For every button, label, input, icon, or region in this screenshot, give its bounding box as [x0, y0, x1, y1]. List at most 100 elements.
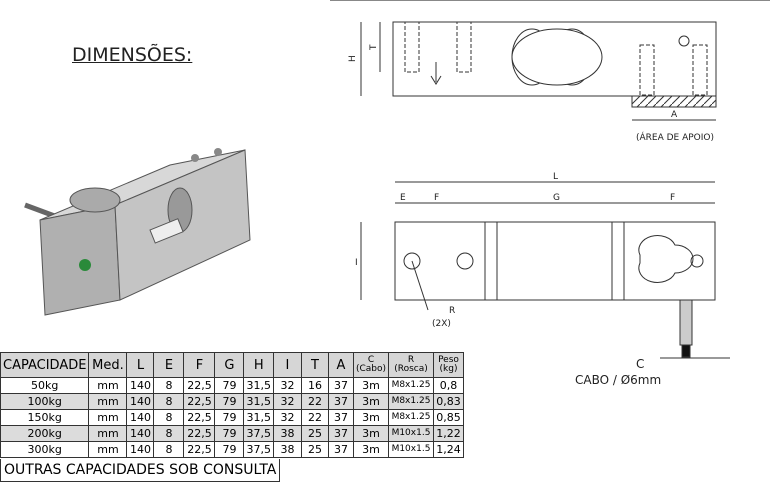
table-cell: 31,5 — [243, 409, 274, 426]
table-cell: 22 — [300, 393, 329, 410]
table-cell: 37 — [327, 377, 354, 394]
table-cell: 8 — [153, 393, 185, 410]
table-cell: 140 — [126, 393, 155, 410]
top-view-drawing — [360, 181, 730, 359]
table-cell: 3m — [352, 377, 390, 394]
table-cell: mm — [88, 409, 128, 426]
table-cell: 150kg — [0, 409, 90, 426]
table-cell: mm — [88, 425, 128, 442]
header-line: C — [367, 355, 375, 365]
table-cell: 32 — [272, 409, 302, 426]
table-cell: 38 — [272, 441, 302, 458]
table-cell: 140 — [126, 377, 155, 394]
table-cell: 32 — [272, 393, 302, 410]
column-header: L — [126, 352, 155, 378]
dim-r2x-label: (2X) — [432, 319, 451, 329]
table-cell: 22 — [300, 409, 329, 426]
header-line: Peso — [438, 355, 459, 365]
table-cell: 8 — [153, 377, 185, 394]
table-cell: 300kg — [0, 441, 90, 458]
table-cell: M10x1.5 — [388, 425, 434, 442]
table-cell: 22,5 — [183, 377, 216, 394]
table-cell: 25 — [300, 441, 329, 458]
table-cell: 3m — [352, 441, 390, 458]
header-line: R — [407, 355, 415, 365]
table-cell: 31,5 — [243, 377, 274, 394]
table-cell: 0,85 — [433, 409, 464, 426]
table-cell: 8 — [153, 409, 185, 426]
side-view-drawing — [360, 21, 717, 121]
table-cell: M8x1.25 — [388, 377, 434, 394]
table-cell: 3m — [352, 409, 390, 426]
column-header: CAPACIDADE — [0, 352, 90, 378]
column-header: H — [243, 352, 274, 378]
table-cell: M10x1.5 — [388, 441, 434, 458]
table-cell: 16 — [300, 377, 329, 394]
table-cell: 1,24 — [433, 441, 464, 458]
table-cell: 0,83 — [433, 393, 464, 410]
table-cell: 79 — [214, 393, 245, 410]
table-cell: 79 — [214, 377, 245, 394]
table-cell: 140 — [126, 441, 155, 458]
table-cell: 140 — [126, 409, 155, 426]
table-cell: 3m — [352, 393, 390, 410]
column-header: F — [183, 352, 216, 378]
dim-l-label: L — [553, 172, 558, 182]
column-header: Med. — [88, 352, 128, 378]
table-cell: 32 — [272, 377, 302, 394]
table-cell: mm — [88, 377, 128, 394]
table-cell: 37 — [327, 409, 354, 426]
dim-f-label: F — [434, 193, 439, 203]
table-cell: 3m — [352, 425, 390, 442]
load-cell-illustration — [24, 148, 251, 316]
dim-i-label: I — [355, 258, 358, 268]
dim-e-label: E — [400, 193, 406, 203]
header-line: (Cabo) — [355, 364, 386, 374]
header-line: (Rosca) — [394, 364, 428, 374]
cabo-label: CABO / Ø6mm — [575, 373, 661, 387]
dim-c-label: C — [636, 357, 644, 371]
dim-g-label: G — [553, 193, 560, 203]
table-cell: 0,8 — [433, 377, 464, 394]
column-header: A — [327, 352, 354, 378]
apoio-label: (ÁREA DE APOIO) — [636, 131, 714, 143]
table-cell: 22,5 — [183, 393, 216, 410]
dim-t-label: T — [369, 44, 379, 51]
table-cell: 37,5 — [243, 425, 274, 442]
column-header: C(Cabo) — [352, 352, 390, 378]
table-cell: mm — [88, 441, 128, 458]
table-cell: M8x1.25 — [388, 393, 434, 410]
table-cell: 25 — [300, 425, 329, 442]
column-header: E — [153, 352, 185, 378]
column-header: I — [272, 352, 302, 378]
footer-note: OUTRAS CAPACIDADES SOB CONSULTA — [0, 459, 280, 482]
column-header: T — [300, 352, 329, 378]
table-cell: 37 — [327, 425, 354, 442]
page-title: DIMENSÕES: — [72, 44, 193, 66]
dim-f2-label: F — [670, 193, 675, 203]
dim-h-label: H — [348, 55, 358, 62]
table-cell: 37 — [327, 393, 354, 410]
table-cell: 37,5 — [243, 441, 274, 458]
table-cell: 100kg — [0, 393, 90, 410]
table-cell: 140 — [126, 425, 155, 442]
dim-r-label: R — [449, 306, 455, 316]
table-cell: 79 — [214, 425, 245, 442]
column-header: Peso(kg) — [433, 352, 464, 378]
table-cell: 200kg — [0, 425, 90, 442]
table-cell: 8 — [153, 441, 185, 458]
dim-a-label: A — [671, 110, 678, 120]
table-cell: 79 — [214, 409, 245, 426]
table-cell: 50kg — [0, 377, 90, 394]
column-header: G — [214, 352, 245, 378]
table-cell: mm — [88, 393, 128, 410]
table-cell: 22,5 — [183, 409, 216, 426]
table-cell: 38 — [272, 425, 302, 442]
header-line: (kg) — [439, 364, 458, 374]
table-cell: 1,22 — [433, 425, 464, 442]
